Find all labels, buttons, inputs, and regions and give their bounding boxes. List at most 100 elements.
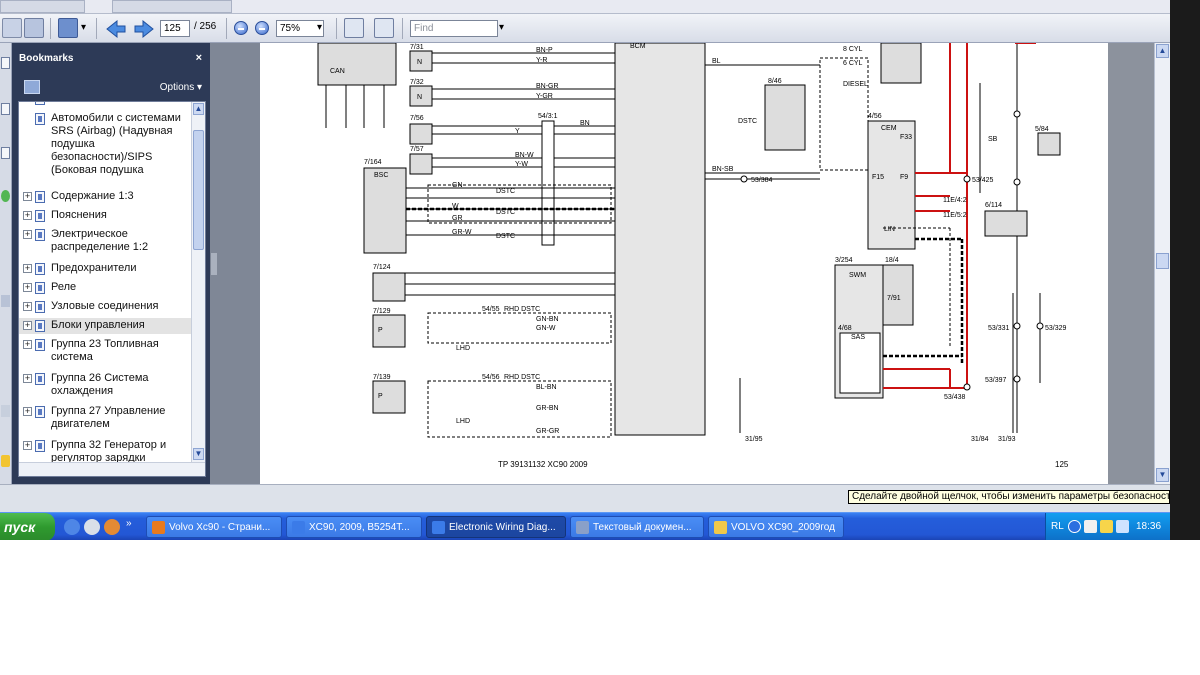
document-view[interactable]: BCM CEM SWM SAS BSC CAN LIN 7/31 7/32 7/… [260,43,1154,484]
bookmark-item[interactable]: + Электрическое распределение 1:2 [19,228,191,256]
zoom-level-select[interactable]: 75% [276,20,324,37]
expand-icon[interactable]: + [23,282,32,292]
bookmarks-scrollbar[interactable]: ▲ ▼ [191,102,205,462]
scroll-thumb[interactable] [1156,253,1169,269]
bookmark-item[interactable]: + Группа 32 Генератор и регулятор зарядк… [19,439,191,467]
browser-icon[interactable] [64,519,80,535]
expand-icon[interactable]: + [23,373,32,383]
print-icon[interactable] [2,18,22,38]
page-total: / 256 [194,21,217,32]
expand-icon[interactable]: + [23,191,32,201]
expand-icon[interactable]: + [23,339,32,349]
task-button[interactable]: VOLVO XC90_2009год [708,516,844,538]
notepad-icon [576,521,589,534]
fuse-f9: F9 [900,174,908,181]
security-icon[interactable] [1084,520,1097,533]
wire-color-gr: GR [452,215,463,222]
bookmark-item[interactable]: + Группа 27 Управление двигателем [19,405,191,433]
chevron-down-icon[interactable]: ▾ [499,22,505,33]
wire-color-bn-p: BN-P [536,47,553,54]
bookmark-item[interactable]: + Предохранители [19,262,191,276]
expand-icon[interactable]: + [23,320,32,330]
menu-tab-remnant[interactable] [112,0,232,13]
signatures-icon[interactable] [1,147,10,159]
task-label: XC90, 2009, B5254T... [309,522,410,533]
scroll-thumb[interactable] [193,130,204,250]
screen-edge-strip [1170,0,1200,540]
attachments-icon[interactable] [1,295,10,307]
chevron-down-icon[interactable]: ▾ [81,22,87,33]
ie-icon[interactable] [84,519,100,535]
hand-tool-icon[interactable] [58,18,78,38]
bookmark-page-icon [35,229,45,241]
next-page-icon[interactable] [134,20,154,41]
wire-color-y-gr: Y-GR [536,93,553,100]
options-menu[interactable]: Options ▾ [159,82,202,93]
node-53-329: 53/329 [1045,325,1067,332]
expand-icon[interactable]: + [23,229,32,239]
firefox-icon[interactable] [104,519,120,535]
task-button-active[interactable]: Electronic Wiring Diag... [426,516,566,538]
bookmark-item[interactable]: + Содержание 1:3 [19,190,191,204]
bookmark-item[interactable]: + Узловые соединения [19,300,191,314]
dstc-label: DSTC [738,118,757,125]
task-button[interactable]: XC90, 2009, B5254T... [286,516,422,538]
zoom-out-icon[interactable] [234,21,248,35]
bookmark-item[interactable]: Автомобили с системами SRS (Airbag) (Над… [19,112,191,182]
bookmarks-horizontal-scrollbar[interactable] [19,462,205,476]
bookmarks-tab-icon[interactable] [1,103,10,115]
component-7-129: 7/129 [373,308,391,315]
swm-label: SWM [849,272,866,279]
connector-11e-5-2: 11E/5:2 [943,212,967,219]
scroll-up-icon[interactable]: ▲ [1156,44,1169,58]
scroll-down-icon[interactable]: ▼ [1156,468,1169,482]
bookmark-item[interactable]: + Группа 26 Система охлаждения [19,372,191,400]
bookmark-item[interactable]: + Группа 23 Топливная система [19,338,191,366]
panel-splitter[interactable] [210,43,260,484]
layers-icon[interactable] [1,190,10,202]
comments-icon[interactable] [1,405,10,417]
chevron-down-icon[interactable]: ▾ [317,22,323,33]
bookmark-label: Пояснения [51,209,107,221]
expand-icon[interactable]: + [23,406,32,416]
screen: ▾ 125 / 256 75% ▾ Find ▾ Bookmarks [0,0,1170,540]
previous-page-icon[interactable] [106,20,126,41]
shield-icon[interactable] [1100,520,1113,533]
pages-icon[interactable] [1,57,10,69]
find-input[interactable]: Find [410,20,498,37]
scroll-up-icon[interactable]: ▲ [193,103,204,115]
document-scrollbar[interactable]: ▲ ▼ [1154,43,1170,484]
expand-icon[interactable]: + [23,440,32,450]
wire-color-bl: BL [712,58,721,65]
language-indicator[interactable]: RL [1051,521,1064,532]
bookmark-item[interactable]: + Реле [19,281,191,295]
quick-launch-more[interactable]: » [126,518,132,529]
save-icon[interactable] [24,18,44,38]
fit-width-icon[interactable] [374,18,394,38]
expand-icon[interactable]: + [23,301,32,311]
wire-color-y-r: Y-R [536,57,547,64]
bookmarks-title: Bookmarks [19,53,74,64]
task-button[interactable]: Текстовый докумен... [570,516,704,538]
wire-color-gn-bn: GN-BN [536,316,559,323]
bookmark-item[interactable]: + Пояснения [19,209,191,223]
bookmark-item-selected[interactable]: + Блоки управления [19,318,191,334]
scroll-down-icon[interactable]: ▼ [193,448,204,460]
menu-tab-remnant[interactable] [0,0,85,13]
new-bookmark-icon[interactable] [24,80,40,94]
note-icon[interactable] [1,455,10,467]
task-label: VOLVO XC90_2009год [731,522,835,533]
wire-color-bn-w: BN-W [515,152,534,159]
volume-icon[interactable] [1116,520,1129,533]
start-button[interactable]: пуск [0,513,55,540]
task-button[interactable]: Volvo Xc90 - Страни... [146,516,282,538]
expand-icon[interactable]: + [23,210,32,220]
node-53-331: 53/331 [988,325,1010,332]
page-number-input[interactable]: 125 [160,20,190,37]
network-icon[interactable] [1068,520,1081,533]
zoom-in-icon[interactable] [255,21,269,35]
wiring-diagram: BCM CEM SWM SAS BSC CAN LIN 7/31 7/32 7/… [317,43,1069,469]
close-icon[interactable]: × [195,52,202,64]
expand-icon[interactable]: + [23,263,32,273]
fit-page-icon[interactable] [344,18,364,38]
